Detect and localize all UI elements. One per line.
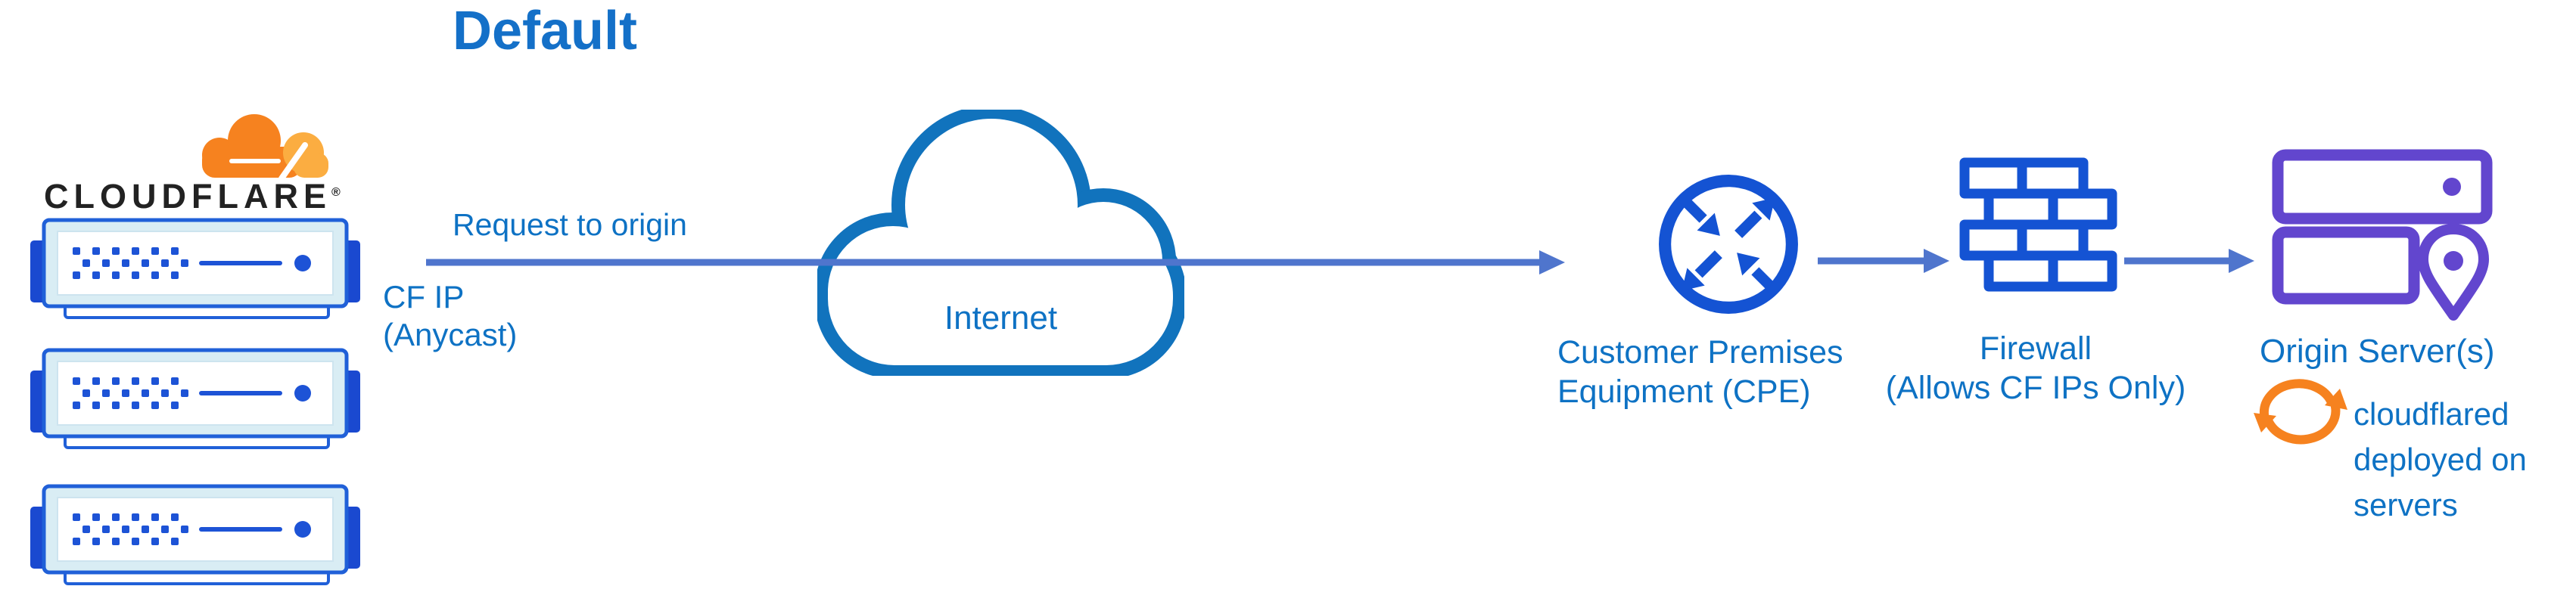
cloudflared-note: cloudflared deployed on servers [2354, 392, 2527, 528]
cloudflare-wordmark: CLOUDFLARE® [44, 177, 341, 216]
cf-ip-line2: (Anycast) [383, 317, 518, 353]
registered-trademark: ® [331, 186, 341, 199]
location-pin-icon [2418, 224, 2489, 321]
cloudflared-note-line3: servers [2354, 487, 2458, 523]
arrow-right-icon [2124, 249, 2254, 273]
request-to-origin-label: Request to origin [453, 207, 687, 242]
origin-servers-label: Origin Server(s) [2260, 333, 2495, 370]
firewall-bricks-icon [1959, 157, 2117, 292]
sync-arrows-icon [2254, 379, 2347, 445]
cpe-router-icon [1659, 175, 1798, 314]
cloudflared-note-line1: cloudflared [2354, 396, 2509, 432]
firewall-label-line1: Firewall [1979, 330, 2092, 367]
diagram-title: Default [453, 1, 638, 61]
internet-cloud-icon [817, 110, 1184, 376]
arrow-right-icon [426, 250, 1565, 274]
arrow-right-icon [1818, 249, 1949, 273]
firewall-label: Firewall (Allows CF IPs Only) [1877, 330, 2195, 408]
cf-ip-line1: CF IP [383, 279, 465, 315]
cpe-label-line2: Equipment (CPE) [1557, 374, 1811, 411]
cloudflared-note-line2: deployed on [2354, 442, 2527, 478]
firewall-label-line2: (Allows CF IPs Only) [1885, 369, 2186, 406]
cf-ip-anycast-label: CF IP (Anycast) [383, 278, 517, 355]
cpe-label: Customer Premises Equipment (CPE) [1557, 333, 1843, 412]
internet-label: Internet [944, 299, 1058, 336]
cpe-label-line1: Customer Premises [1557, 334, 1843, 371]
origin-servers-icon [2272, 149, 2493, 321]
cloudflare-wordmark-text: CLOUDFLARE [44, 177, 331, 216]
cloudflare-cloud-icon [202, 114, 328, 178]
